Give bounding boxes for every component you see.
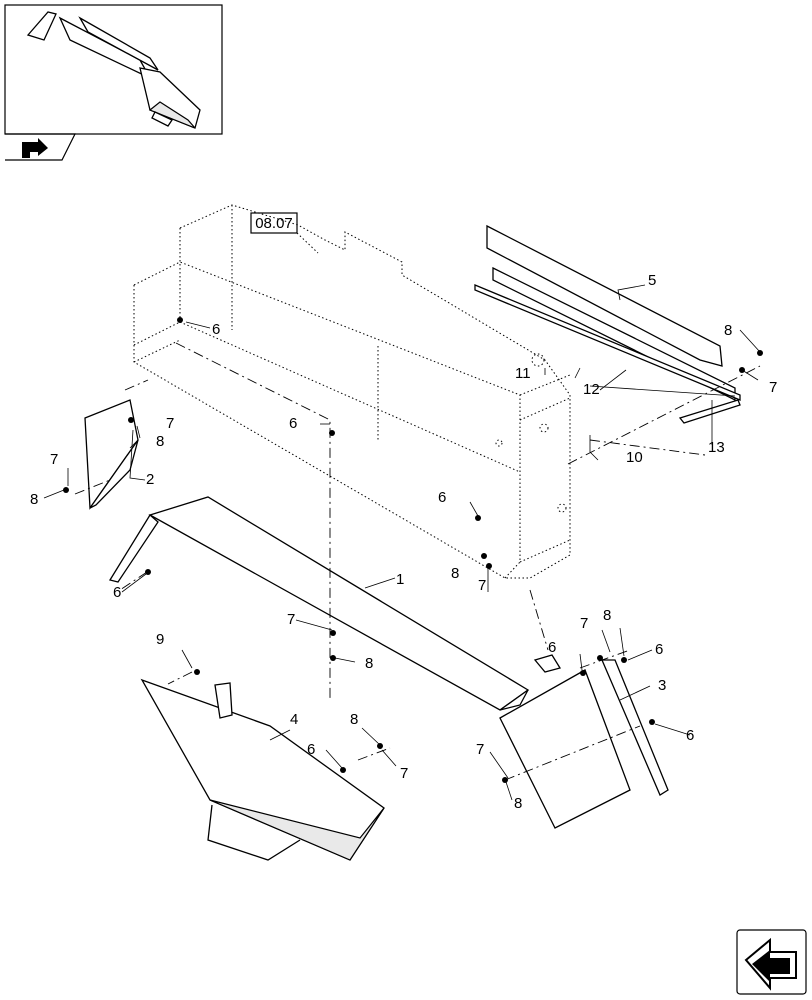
callout-1: 1	[396, 571, 404, 588]
callout-10: 10	[626, 449, 643, 466]
callout-labels: 1 2 3 4 5 6 6 6 6 6 6 6 6 7 7 7 7 7 7 7 …	[30, 272, 777, 812]
callout-7c: 7	[287, 611, 295, 628]
callout-7b: 7	[50, 451, 58, 468]
back-tab[interactable]	[5, 133, 76, 161]
callout-8h: 8	[350, 711, 358, 728]
callout-7e: 7	[580, 615, 588, 632]
callout-8b: 8	[30, 491, 38, 508]
leader-lines	[43, 284, 761, 801]
part-1-panel	[108, 496, 530, 711]
callout-7g: 7	[476, 741, 484, 758]
callout-3: 3	[658, 677, 666, 694]
callout-5: 5	[648, 272, 656, 289]
callout-7f: 7	[769, 379, 777, 396]
thumbnail-machine-drawing	[26, 11, 201, 129]
back-arrow-icon	[22, 138, 48, 158]
callout-6e: 6	[548, 639, 556, 656]
callout-6d: 6	[113, 584, 121, 601]
navigate-arrow-icon	[744, 937, 797, 991]
part-5-rail	[474, 224, 741, 402]
callout-8d: 8	[451, 565, 459, 582]
callout-6c: 6	[438, 489, 446, 506]
callout-2: 2	[146, 471, 154, 488]
callout-8e: 8	[603, 607, 611, 624]
navigate-button[interactable]	[736, 929, 807, 995]
callout-6f: 6	[655, 641, 663, 658]
part-2-bracket	[84, 399, 139, 510]
callout-8c: 8	[365, 655, 373, 672]
callout-8g: 8	[514, 795, 522, 812]
overview-thumbnail[interactable]	[4, 4, 223, 135]
reference-box-label: 08.07	[255, 215, 293, 232]
alignment-lines	[74, 342, 761, 781]
callout-6h: 6	[307, 741, 315, 758]
callout-6b: 6	[289, 415, 297, 432]
part-3-strap	[601, 659, 669, 796]
fasteners	[63, 317, 763, 783]
callout-7a: 7	[166, 415, 174, 432]
reference-box[interactable]: 08.07	[250, 212, 298, 234]
callout-7d: 7	[478, 577, 486, 594]
callout-8f: 8	[724, 322, 732, 339]
right-lower-panel	[499, 654, 631, 829]
callout-6a: 6	[212, 321, 220, 338]
callout-9: 9	[156, 631, 164, 648]
callout-11: 11	[515, 365, 531, 382]
callout-7h: 7	[400, 765, 408, 782]
callout-13: 13	[708, 439, 725, 456]
part-4-hood	[140, 678, 385, 861]
callout-6g: 6	[686, 727, 694, 744]
callout-4: 4	[290, 711, 298, 728]
callout-8a: 8	[156, 433, 164, 450]
frame-structure	[133, 204, 571, 579]
callout-12: 12	[583, 381, 600, 398]
